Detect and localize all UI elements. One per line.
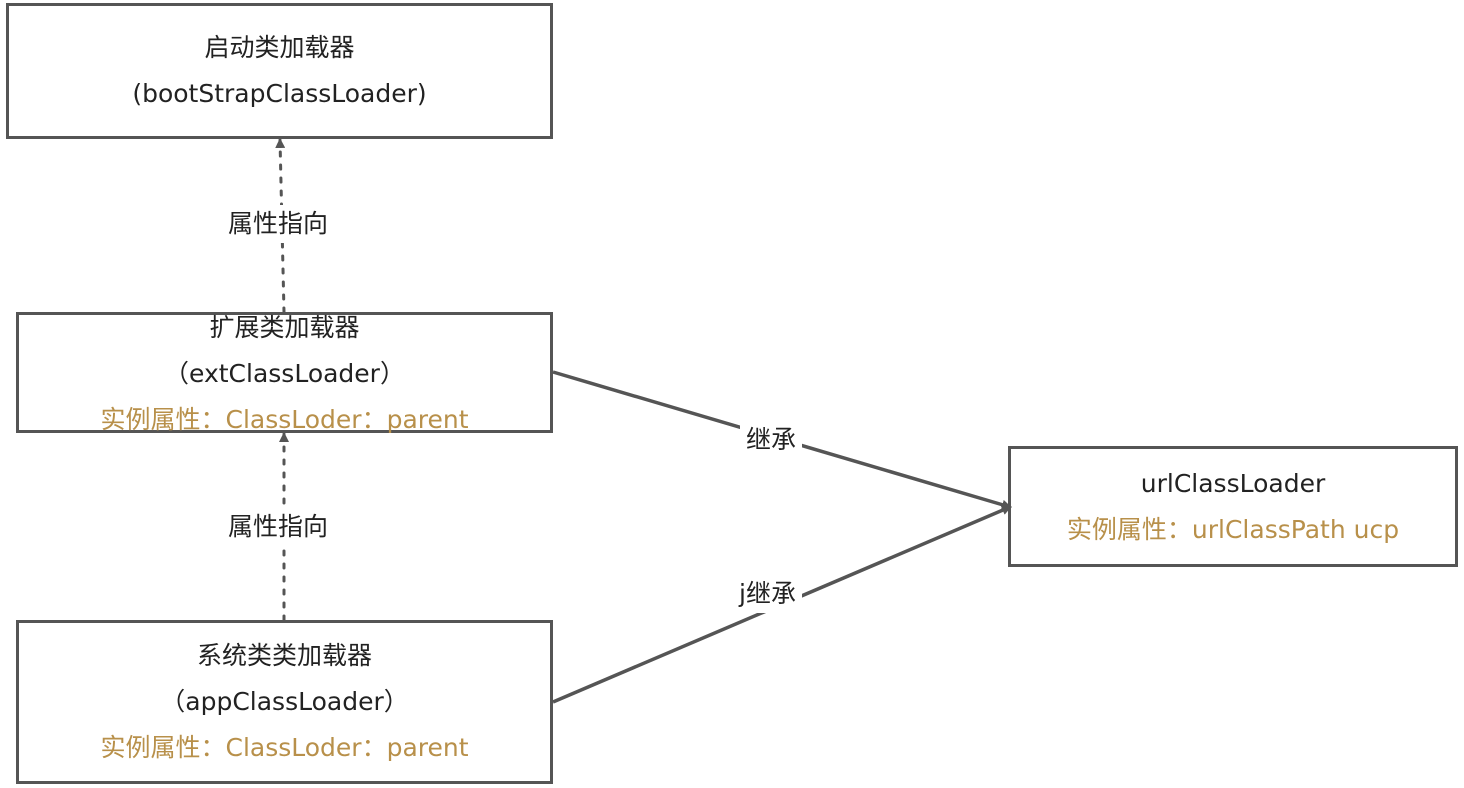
app-subtitle: （appClassLoader） [160, 687, 409, 716]
ext-attribute: 实例属性：ClassLoder：parent [100, 405, 469, 434]
app-classloader-box: 系统类类加载器 （appClassLoader） 实例属性：ClassLoder… [16, 620, 553, 784]
bootstrap-title: 启动类加载器 [204, 33, 355, 62]
edge-label-ext-to-bootstrap: 属性指向 [222, 205, 335, 243]
url-title: urlClassLoader [1140, 468, 1326, 498]
ext-title: 扩展类加载器 [209, 313, 360, 342]
edge-label-ext-inherits-url: 继承 [740, 421, 803, 459]
app-title: 系统类类加载器 [196, 641, 372, 670]
edge-label-app-inherits-url: j继承 [733, 575, 802, 613]
bootstrap-classloader-box: 启动类加载器 (bootStrapClassLoader) [6, 3, 553, 139]
bootstrap-subtitle: (bootStrapClassLoader) [132, 79, 427, 108]
ext-subtitle: （extClassLoader） [164, 359, 405, 388]
edge-label-app-to-ext: 属性指向 [222, 508, 335, 546]
app-attribute: 实例属性：ClassLoder：parent [100, 733, 469, 762]
url-attribute: 实例属性：urlClassPath ucp [1066, 514, 1400, 544]
edge-ext-to-bootstrap-line [275, 138, 286, 314]
ext-classloader-box: 扩展类加载器 （extClassLoader） 实例属性：ClassLoder：… [16, 312, 553, 434]
url-classloader-box: urlClassLoader 实例属性：urlClassPath ucp [1008, 446, 1458, 567]
